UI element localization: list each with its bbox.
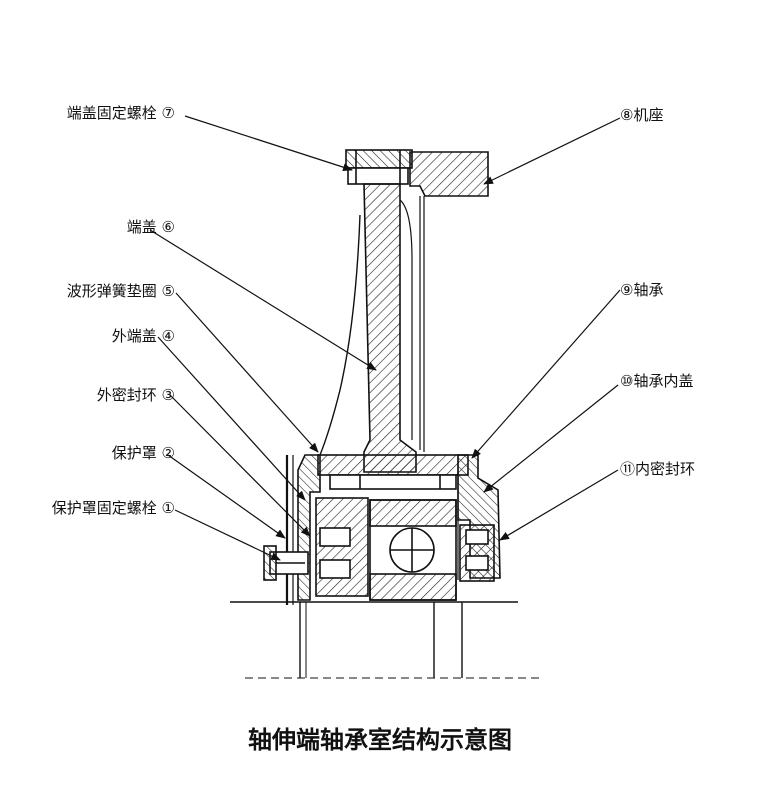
label-bearing-inner-cover: ⑩轴承内盖 xyxy=(620,372,693,390)
label-end-cover: 端盖 ⑥ xyxy=(127,218,175,236)
mechanical-drawing xyxy=(230,149,540,679)
label-machine-base: ⑧机座 xyxy=(620,106,663,124)
label-inner-seal-ring: ⑪内密封环 xyxy=(620,460,695,478)
label-bearing: ⑨轴承 xyxy=(620,281,663,299)
leader-lines xyxy=(149,115,621,561)
diagram-caption: 轴伸端轴承室结构示意图 xyxy=(248,726,512,754)
label-protective-cover-bolt: 保护罩固定螺栓 ① xyxy=(52,499,175,517)
end-cover xyxy=(363,183,417,473)
label-outer-seal-ring: 外密封环 ③ xyxy=(97,386,175,404)
labels: 端盖固定螺栓 ⑦ 端盖 ⑥ 波形弹簧垫圈 ⑤ 外端盖 ④ 外密封环 ③ 保护罩 … xyxy=(52,104,695,754)
label-end-cover-bolt: 端盖固定螺栓 ⑦ xyxy=(67,104,175,122)
machine-base xyxy=(409,151,489,197)
label-outer-end-cover: 外端盖 ④ xyxy=(112,327,175,345)
wave-spring-washer xyxy=(319,214,361,456)
outer-seal-ring xyxy=(315,497,369,597)
label-wave-spring-washer: 波形弹簧垫圈 ⑤ xyxy=(67,282,175,300)
label-protective-cover: 保护罩 ② xyxy=(112,444,175,462)
